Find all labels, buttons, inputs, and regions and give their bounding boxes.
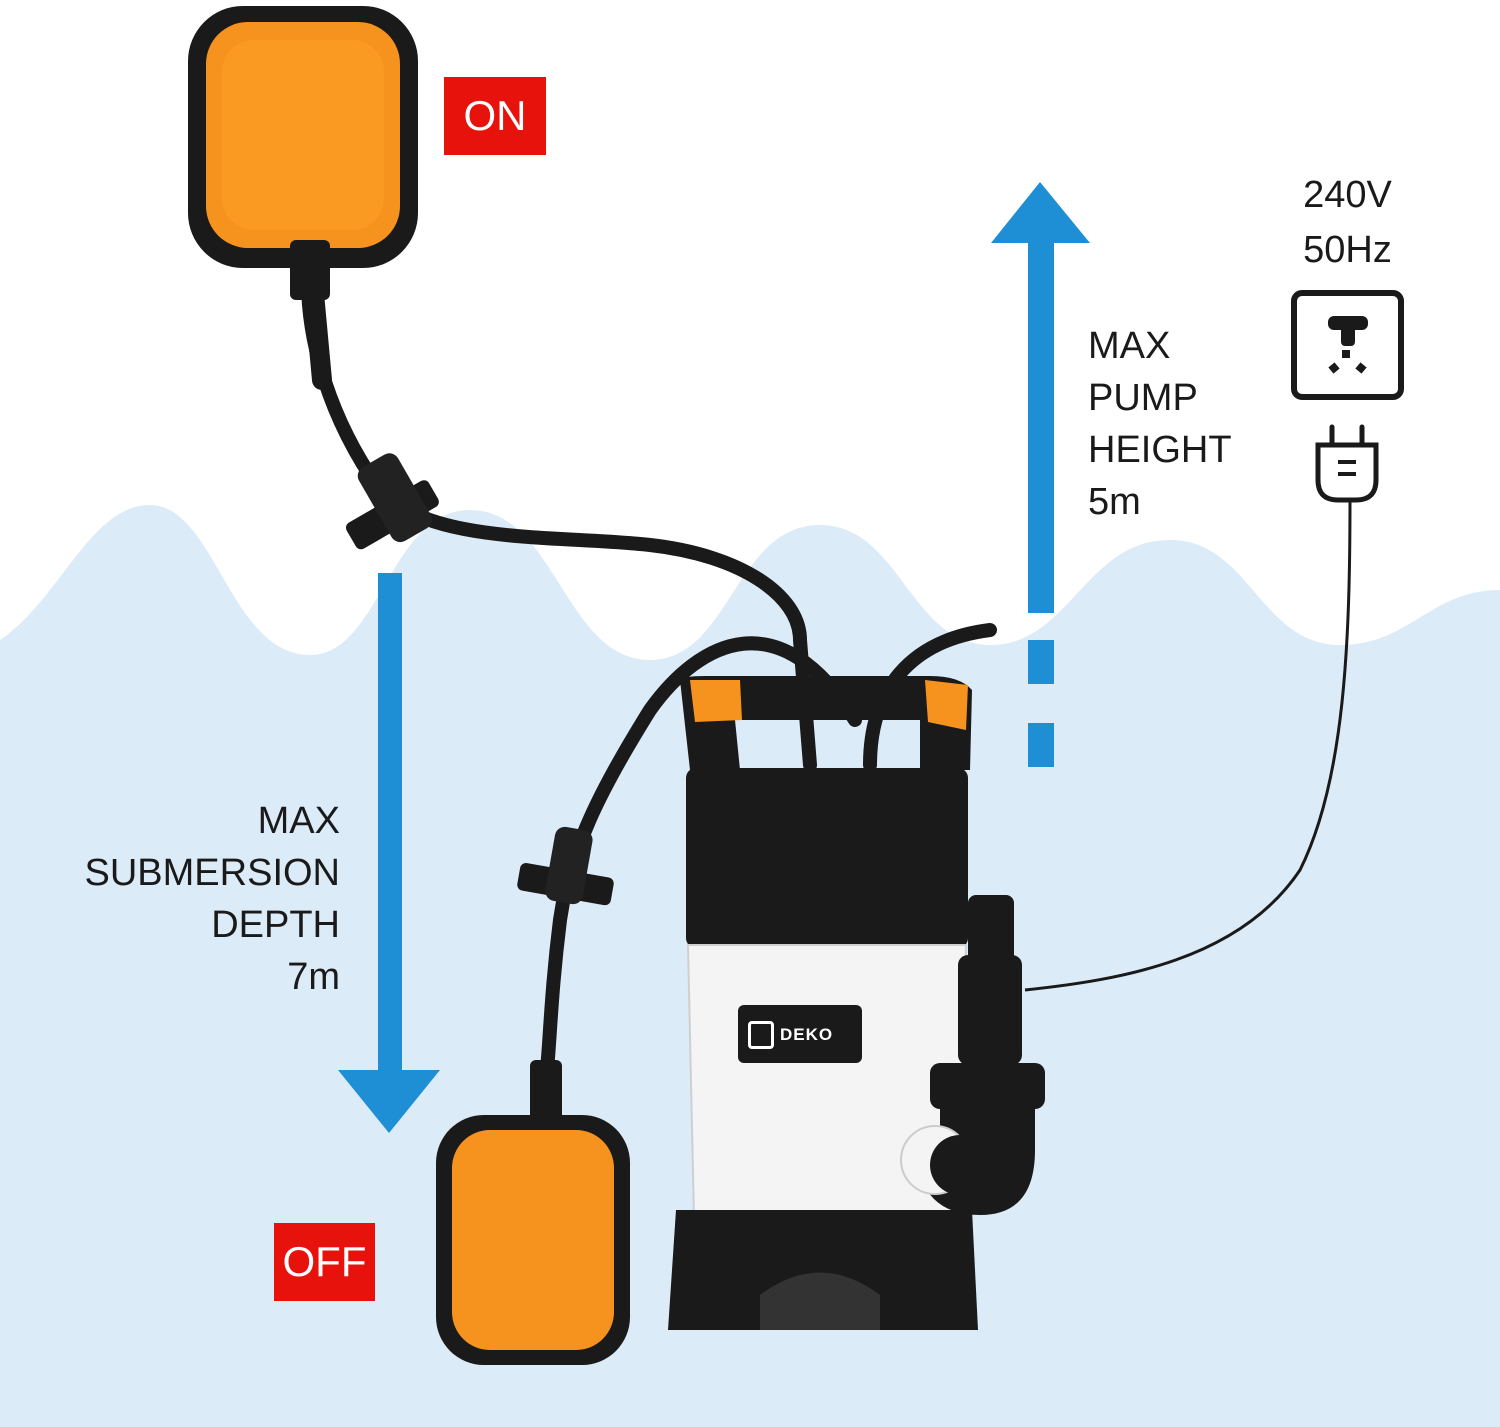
- submersible-pump: [668, 676, 1045, 1330]
- on-badge: ON: [444, 77, 546, 155]
- pump-height-label: MAX PUMP HEIGHT 5m: [1088, 320, 1288, 528]
- cable-clamp-bottom: [517, 826, 614, 906]
- submersion-depth-label: MAX SUBMERSION DEPTH 7m: [30, 795, 340, 1003]
- submersion-depth-arrow: [338, 573, 440, 1133]
- submersion-line-1: MAX: [257, 800, 340, 842]
- voltage-text: 240V: [1303, 174, 1392, 216]
- submersion-line-4: 7m: [287, 956, 340, 998]
- submersion-line-3: DEPTH: [211, 904, 340, 946]
- pump-height-arrow: [991, 182, 1090, 767]
- frequency-text: 50Hz: [1303, 229, 1392, 271]
- power-spec: 240V 50Hz: [1280, 168, 1415, 278]
- brand-name: DEKO: [780, 1025, 834, 1044]
- float-switch-top: [188, 6, 418, 300]
- cable-clamp-top: [345, 453, 439, 550]
- power-cord: [1024, 497, 1352, 992]
- on-badge-label: ON: [463, 92, 527, 139]
- power-plug-icon: [1315, 424, 1379, 503]
- off-badge-label: OFF: [282, 1238, 367, 1285]
- brand-logo: DEKO: [748, 1020, 858, 1050]
- pump-height-line-1: MAX: [1088, 325, 1171, 367]
- submersion-line-2: SUBMERSION: [84, 852, 340, 894]
- brand-mark-icon: [748, 1021, 774, 1049]
- pump-height-line-3: HEIGHT: [1088, 429, 1232, 471]
- float-switch-bottom: [436, 1060, 630, 1365]
- pump-height-line-4: 5m: [1088, 481, 1141, 523]
- pump-height-line-2: PUMP: [1088, 377, 1198, 419]
- power-socket-icon: [1291, 290, 1404, 400]
- off-badge: OFF: [274, 1223, 375, 1301]
